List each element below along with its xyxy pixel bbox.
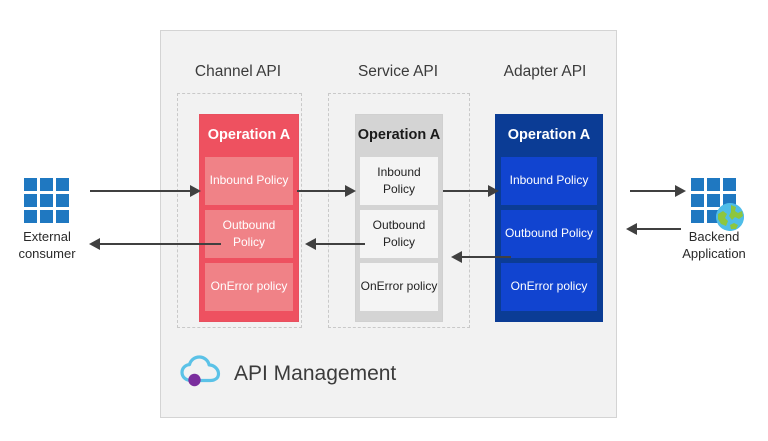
cloud-icon [180, 354, 222, 393]
column-title-adapter-api: Adapter API [503, 63, 587, 80]
operation-title-service-api: Operation A [357, 127, 441, 143]
policy-inbound-service-api[interactable]: Inbound Policy [360, 156, 438, 205]
operation-card-adapter-api: Operation A Inbound Policy Outbound Poli… [495, 114, 603, 322]
endpoint-caption-line2: Application [682, 245, 746, 261]
connector-service-outbound-stub [345, 243, 365, 245]
arrow-service-to-adapter-inbound [443, 190, 491, 192]
arrow-backend-to-adapter-outbound [633, 228, 681, 230]
arrowhead-consumer-to-channel-inbound [190, 185, 201, 197]
arrowhead-service-to-channel-outbound [305, 238, 316, 250]
arrow-adapter-to-service-outbound [458, 256, 506, 258]
connector-adapter-outbound-stub [491, 256, 511, 258]
endpoint-caption-line1: External [23, 229, 71, 244]
arrow-consumer-to-channel-inbound [90, 190, 192, 192]
arrowhead-adapter-to-backend [675, 185, 686, 197]
arrow-service-to-channel-outbound [312, 243, 360, 245]
dashed-frame-channel-api [177, 93, 302, 328]
arrowhead-channel-to-consumer [89, 238, 100, 250]
globe-icon [716, 203, 744, 231]
arrow-channel-to-service-inbound [297, 190, 347, 192]
arrowhead-backend-to-adapter-outbound [626, 223, 637, 235]
arrowhead-service-to-adapter-inbound [488, 185, 499, 197]
policy-onerror-adapter-api[interactable]: OnError policy [501, 262, 597, 311]
operation-card-service-api: Operation A Inbound Policy Outbound Poli… [355, 114, 443, 322]
endpoint-caption-backend-application: Backend Application [659, 229, 768, 263]
arrowhead-channel-to-service-inbound [345, 185, 356, 197]
column-title-channel-api: Channel API [194, 63, 282, 80]
dashed-frame-service-api [328, 93, 470, 328]
arrowhead-adapter-to-service-outbound [451, 251, 462, 263]
operation-title-adapter-api: Operation A [507, 127, 591, 143]
app-grid-globe-icon [691, 178, 744, 231]
connector-channel-outbound-stub [199, 243, 221, 245]
policy-outbound-adapter-api[interactable]: Outbound Policy [501, 209, 597, 258]
operation-card-channel-api: Operation A Inbound Policy Outbound Poli… [199, 114, 299, 322]
policy-inbound-channel-api[interactable]: Inbound Policy [205, 156, 293, 205]
endpoint-caption-external-consumer: External consumer [0, 229, 102, 263]
endpoint-external-consumer: External consumer [0, 178, 102, 263]
policy-outbound-service-api[interactable]: Outbound Policy [360, 209, 438, 258]
app-grid-icon [24, 178, 70, 224]
operation-title-channel-api: Operation A [207, 127, 291, 143]
arrow-adapter-to-backend [630, 190, 678, 192]
policy-inbound-adapter-api[interactable]: Inbound Policy [501, 156, 597, 205]
policy-outbound-channel-api[interactable]: Outbound Policy [205, 209, 293, 258]
endpoint-caption-line2: consumer [18, 245, 76, 261]
api-management-brand: API Management [180, 354, 396, 393]
policy-onerror-channel-api[interactable]: OnError policy [205, 262, 293, 311]
column-title-service-api: Service API [357, 63, 439, 80]
endpoint-caption-line1: Backend [688, 229, 740, 244]
endpoint-backend-application: Backend Application [659, 178, 768, 263]
arrow-channel-to-consumer [97, 243, 199, 245]
api-management-label: API Management [234, 361, 397, 385]
policy-onerror-service-api[interactable]: OnError policy [360, 262, 438, 311]
